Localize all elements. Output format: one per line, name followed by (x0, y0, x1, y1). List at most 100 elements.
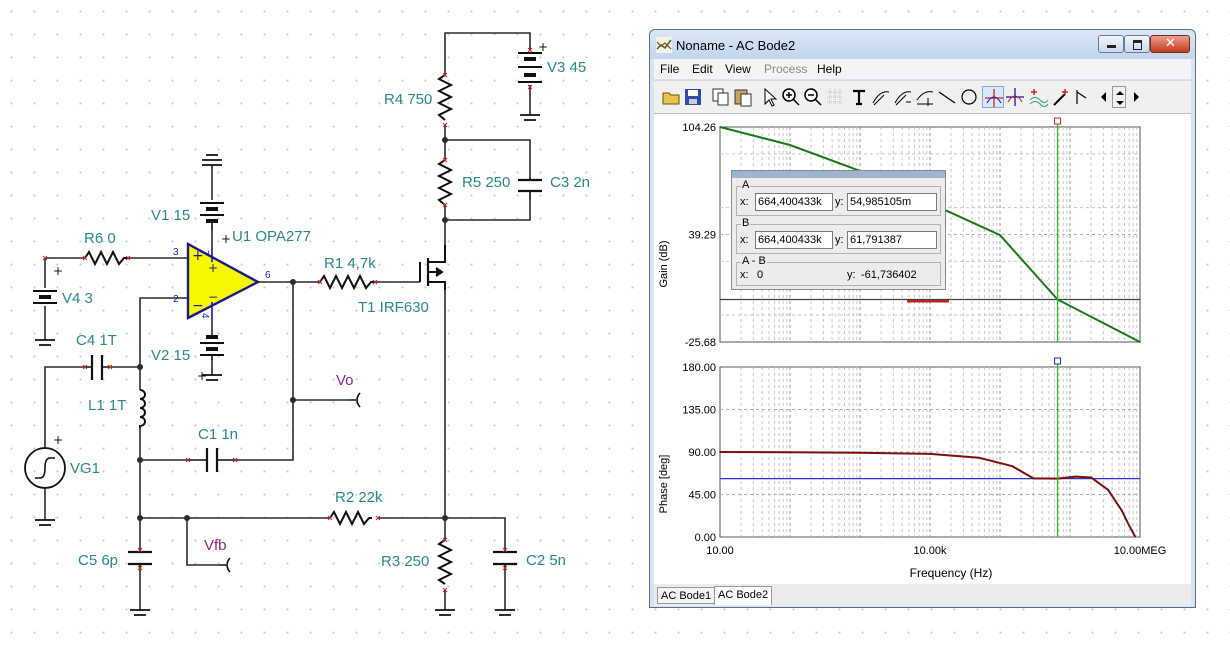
junction (290, 397, 296, 403)
net-flag-vo[interactable] (350, 392, 361, 408)
vg1-plus: + (53, 433, 63, 447)
phase-point (1120, 509, 1123, 512)
resistor-r2-symbol[interactable] (329, 509, 372, 527)
label-t1: T1 IRF630 (358, 299, 429, 316)
phase-point (1011, 465, 1014, 468)
spin-button[interactable] (1112, 86, 1126, 108)
inductor-l1-symbol[interactable] (139, 389, 146, 428)
pin-3-label: 3 (173, 247, 179, 258)
mosfet-t1-symbol[interactable] (419, 245, 446, 290)
wire[interactable] (445, 517, 506, 610)
cursor-diff-group: A - B x: 0 y: -61,736402 (736, 255, 941, 286)
line-button[interactable] (936, 86, 958, 108)
close-button[interactable]: ✕ (1150, 35, 1190, 53)
cursor-a-button[interactable] (982, 86, 1004, 108)
select-button[interactable] (758, 86, 780, 108)
cursor-a-handle[interactable] (1054, 117, 1062, 125)
curve-label-2-button[interactable] (892, 86, 914, 108)
resistor-r6-symbol[interactable] (84, 249, 128, 267)
capacitor-c3-symbol[interactable] (518, 178, 542, 193)
menu-help[interactable]: Help (817, 62, 842, 76)
capacitor-c1-symbol[interactable] (205, 448, 219, 472)
zoom-in-icon (782, 88, 800, 106)
wire[interactable] (139, 297, 188, 355)
bode-plots[interactable]: 104.2639.29-25.68180.00135.0090.0045.000… (654, 114, 1191, 584)
capacitor-c2-symbol[interactable] (493, 550, 517, 566)
readout-titlebar[interactable] (732, 171, 945, 178)
wire[interactable] (139, 460, 445, 519)
resistor-r5-symbol[interactable] (436, 159, 454, 206)
cursor-b-y-field[interactable]: 61,791387 (847, 231, 937, 249)
signal-generator-vg1-symbol[interactable] (24, 447, 66, 489)
resistor-r1-symbol[interactable] (319, 273, 375, 291)
title-bar[interactable]: Noname - AC Bode2 ✕ (650, 30, 1195, 59)
gain-point (719, 126, 721, 128)
curve-label-3-button[interactable] (914, 86, 936, 108)
diff-x-label: x: (740, 269, 749, 281)
scroll-right-button[interactable] (1128, 86, 1144, 108)
x-tick-label: 10.00MEG (1114, 545, 1167, 557)
copy-button[interactable] (710, 86, 732, 108)
add-curve-button[interactable] (1028, 86, 1050, 108)
text-button[interactable] (848, 86, 870, 108)
zoom-out-button[interactable] (802, 86, 824, 108)
cursor-b-x-field[interactable]: 664,400433k (755, 231, 833, 249)
battery-v3-symbol[interactable] (518, 52, 542, 83)
wire[interactable] (44, 366, 140, 448)
cursor-diff-label: A - B (741, 255, 767, 267)
y-tick-label: 39.29 (688, 230, 716, 242)
wire[interactable] (186, 518, 220, 566)
capacitor-c5-symbol[interactable] (128, 550, 152, 566)
scroll-left-button[interactable] (1096, 86, 1112, 108)
schematic-canvas[interactable]: + − + − R6 0 V4 3 C4 1T L1 1T VG1 C5 6p … (0, 0, 640, 647)
menu-edit[interactable]: Edit (692, 62, 713, 76)
junction (442, 217, 448, 223)
resistor-r4-symbol[interactable] (436, 74, 454, 121)
circle-button[interactable] (958, 86, 980, 108)
curve-label-button[interactable] (870, 86, 892, 108)
menu-file[interactable]: File (660, 62, 680, 76)
ground-symbols (35, 114, 540, 616)
zoom-in-button[interactable] (780, 86, 802, 108)
cursor-b-button[interactable] (1004, 86, 1026, 108)
phase-curve[interactable] (719, 451, 1136, 537)
x-tick-label: 10.00 (706, 545, 734, 557)
phase-point (1074, 475, 1077, 478)
grid-button[interactable] (824, 86, 846, 108)
battery-v1-symbol[interactable] (200, 202, 224, 230)
tab-ac-bode2[interactable]: AC Bode2 (714, 586, 773, 605)
save-button[interactable] (682, 86, 704, 108)
cursor-a-x-field[interactable]: 664,400433k (755, 193, 833, 211)
wire[interactable] (444, 139, 531, 245)
label-v3: V3 45 (547, 59, 586, 76)
wire[interactable] (444, 32, 531, 140)
bode-window[interactable]: Noname - AC Bode2 ✕ File Edit View Proce… (649, 29, 1196, 608)
resistor-r3-symbol[interactable] (436, 539, 454, 585)
label-v4: V4 3 (62, 290, 93, 307)
phase-point (929, 453, 931, 455)
probe-button[interactable] (1050, 86, 1072, 108)
minimize-button[interactable] (1098, 35, 1124, 53)
menu-view[interactable]: View (725, 62, 751, 76)
opamp-u1-symbol[interactable]: + − + − (186, 241, 261, 320)
net-flag-vfb[interactable] (220, 557, 231, 573)
label-vg1: VG1 (70, 460, 100, 477)
phase-point (1032, 477, 1035, 480)
marker-icon (1076, 90, 1087, 104)
marker-button[interactable] (1072, 86, 1094, 108)
paste-button[interactable] (732, 86, 754, 108)
cursor-readout-panel[interactable]: A x: 664,400433k y: 54,985105m B x: 664,… (731, 170, 946, 290)
battery-v4-symbol[interactable] (33, 290, 57, 304)
capacitor-c4-symbol[interactable] (90, 355, 104, 380)
maximize-button[interactable] (1124, 35, 1150, 53)
tab-ac-bode1[interactable]: AC Bode1 (657, 587, 716, 604)
open-button[interactable] (660, 86, 682, 108)
maximize-icon (1133, 40, 1142, 50)
battery-v2-symbol[interactable] (200, 335, 224, 360)
phase-point (789, 451, 791, 454)
svg-text:+: + (208, 261, 218, 275)
menu-process[interactable]: Process (764, 62, 808, 76)
cursor-b-handle[interactable] (1054, 357, 1062, 365)
cursor-a-y-field[interactable]: 54,985105m (847, 193, 937, 211)
